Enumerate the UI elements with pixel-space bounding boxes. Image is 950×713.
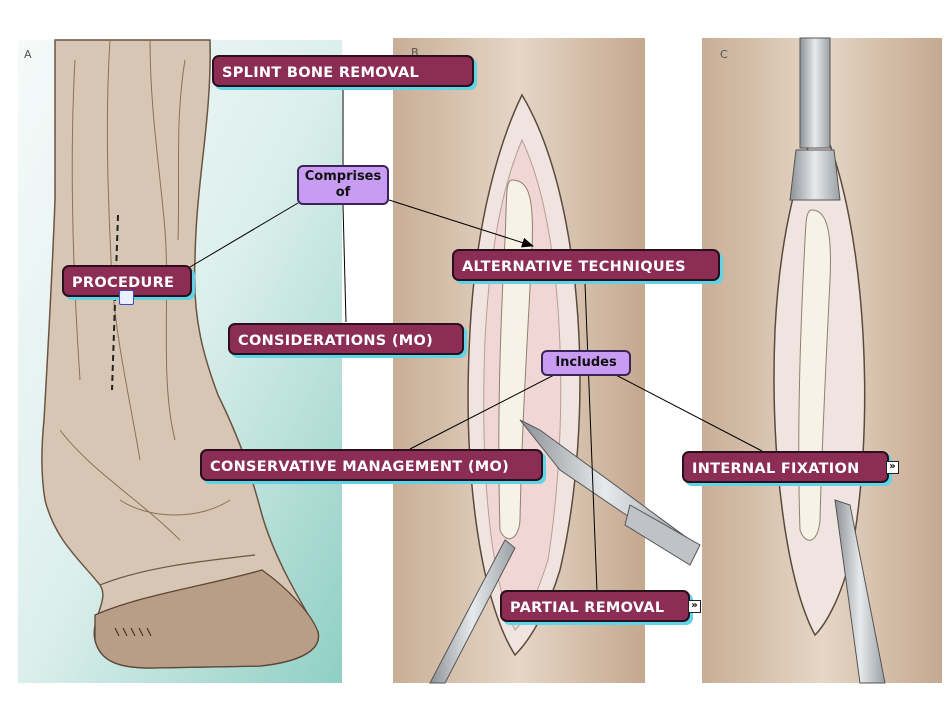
expand-arrow-icon[interactable]: » <box>688 600 701 613</box>
panel-label-a: A <box>24 48 32 61</box>
concept-considerations[interactable]: CONSIDERATIONS (MO) <box>228 323 464 355</box>
connector-includes-conservative <box>409 373 557 450</box>
connector-includes-internal <box>613 373 763 452</box>
connector-comprises-considerations <box>342 204 347 323</box>
link-includes[interactable]: Includes <box>541 350 631 376</box>
concept-splint-bone-removal[interactable]: SPLINT BONE REMOVAL <box>212 55 474 87</box>
link-comprises-of[interactable]: Comprises of <box>297 165 389 205</box>
connector-comprises-alternative <box>388 199 534 248</box>
panel-label-c: C <box>720 48 728 61</box>
concept-partial-removal[interactable]: PARTIAL REMOVAL <box>500 590 690 622</box>
concept-internal-fixation[interactable]: INTERNAL FIXATION <box>682 451 889 483</box>
submap-icon[interactable] <box>119 290 134 305</box>
concept-conservative-management[interactable]: CONSERVATIVE MANAGEMENT (MO) <box>200 449 543 481</box>
panel-label-b: B <box>411 46 419 59</box>
panel-c-surgery-illustration <box>702 37 942 684</box>
connector-alternative-partial <box>584 282 598 593</box>
expand-arrow-icon[interactable]: » <box>886 461 899 474</box>
concept-alternative-techniques[interactable]: ALTERNATIVE TECHNIQUES <box>452 249 720 281</box>
connector-comprises-procedure <box>189 202 299 268</box>
panel-a-leg-illustration <box>18 39 342 683</box>
